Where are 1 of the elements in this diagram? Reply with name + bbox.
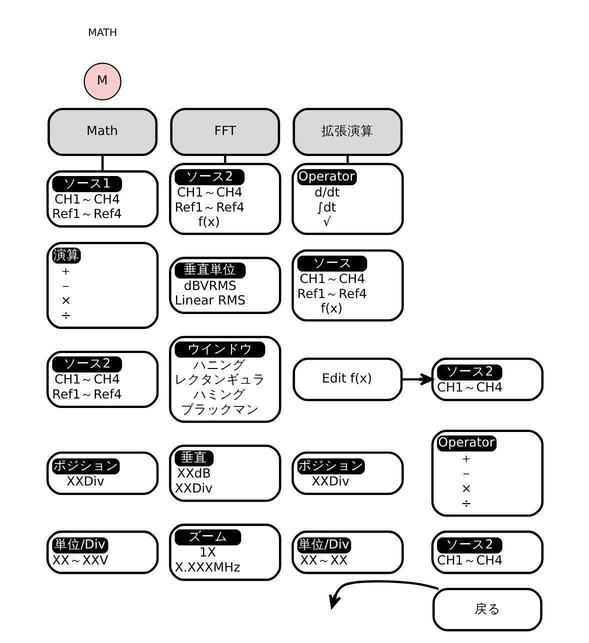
node-label: MATH [87, 26, 117, 39]
